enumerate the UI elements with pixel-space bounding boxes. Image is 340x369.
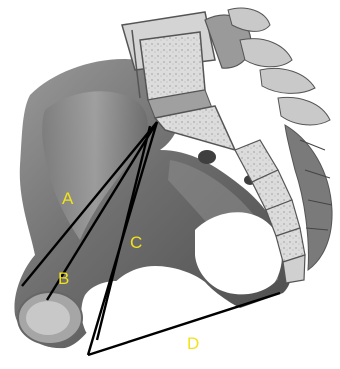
label-a: A [62, 190, 73, 207]
obturator-foramen [81, 281, 149, 342]
label-d: D [187, 335, 199, 352]
label-c: C [130, 234, 142, 251]
sacral-foramen [198, 150, 216, 164]
label-b: B [58, 270, 69, 287]
ischial-surface [26, 301, 70, 335]
